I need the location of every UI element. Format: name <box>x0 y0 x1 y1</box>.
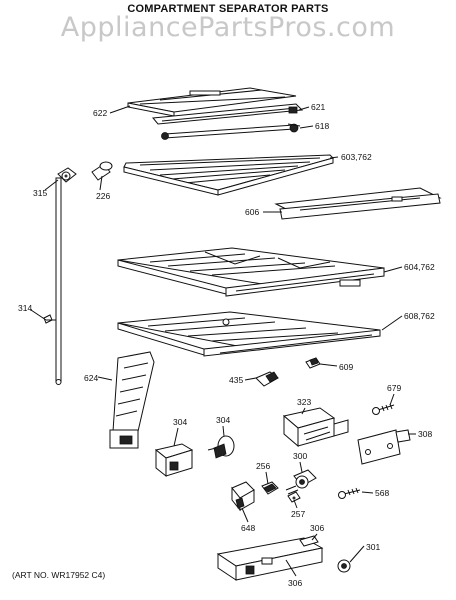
label-624: 624 <box>84 373 98 383</box>
label-603: 603,762 <box>341 152 372 162</box>
label-314: 314 <box>18 303 32 313</box>
part-226-knob[interactable] <box>91 161 113 181</box>
diagram-title: COMPARTMENT SEPARATOR PARTS <box>127 3 329 15</box>
part-679-screw[interactable] <box>372 403 395 415</box>
part-300-light-socket[interactable] <box>285 469 317 495</box>
label-306-top: 306 <box>310 523 324 533</box>
leader-lines <box>30 105 416 577</box>
label-308: 308 <box>418 429 432 439</box>
watermark-text: AppliancePartsPros.com <box>60 12 396 43</box>
part-608-separator-pan[interactable] <box>117 311 381 357</box>
part-306-housing[interactable] <box>216 535 324 581</box>
part-435-damper[interactable] <box>255 371 279 387</box>
part-301-knob[interactable] <box>337 559 351 573</box>
part-609-clip[interactable] <box>305 357 321 369</box>
label-256: 256 <box>256 461 270 471</box>
label-435: 435 <box>229 375 243 385</box>
label-304-left: 304 <box>173 417 187 427</box>
part-304-dial[interactable] <box>207 435 235 459</box>
part-622-cover-strip[interactable] <box>127 87 297 117</box>
part-315-bracket[interactable] <box>57 167 77 183</box>
label-622: 622 <box>93 108 107 118</box>
label-618: 618 <box>315 121 329 131</box>
part-314-clip[interactable] <box>43 314 56 324</box>
label-621: 621 <box>311 102 325 112</box>
part-648-sensor[interactable] <box>231 481 255 512</box>
part-604-separator-pan[interactable] <box>117 247 385 297</box>
part-308-bracket[interactable] <box>357 429 411 465</box>
part-624-duct[interactable] <box>109 351 155 449</box>
label-609: 609 <box>339 362 353 372</box>
label-315: 315 <box>33 188 47 198</box>
label-301: 301 <box>366 542 380 552</box>
label-648: 648 <box>241 523 255 533</box>
part-606-cover-bar[interactable] <box>274 187 442 220</box>
part-568-screw[interactable] <box>338 487 361 499</box>
label-300: 300 <box>293 451 307 461</box>
part-256-switch[interactable] <box>261 481 279 495</box>
part-621-rail[interactable] <box>152 103 304 125</box>
label-306-bottom: 306 <box>288 578 302 588</box>
part-257-connector[interactable] <box>287 491 301 503</box>
part-304-thermostat-block[interactable] <box>154 443 194 478</box>
vertical-rod <box>55 177 62 385</box>
part-618-damper-rod[interactable] <box>161 123 301 140</box>
art-number: (ART NO. WR17952 C4) <box>12 570 106 580</box>
part-603-grille-shelf[interactable] <box>123 154 334 196</box>
label-226: 226 <box>96 191 110 201</box>
label-323: 323 <box>297 397 311 407</box>
label-568: 568 <box>375 488 389 498</box>
label-608: 608,762 <box>404 311 435 321</box>
part-323-housing[interactable] <box>282 407 349 448</box>
label-679: 679 <box>387 383 401 393</box>
label-304-right: 304 <box>216 415 230 425</box>
label-604: 604,762 <box>404 262 435 272</box>
label-606: 606 <box>245 207 259 217</box>
label-257: 257 <box>291 509 305 519</box>
